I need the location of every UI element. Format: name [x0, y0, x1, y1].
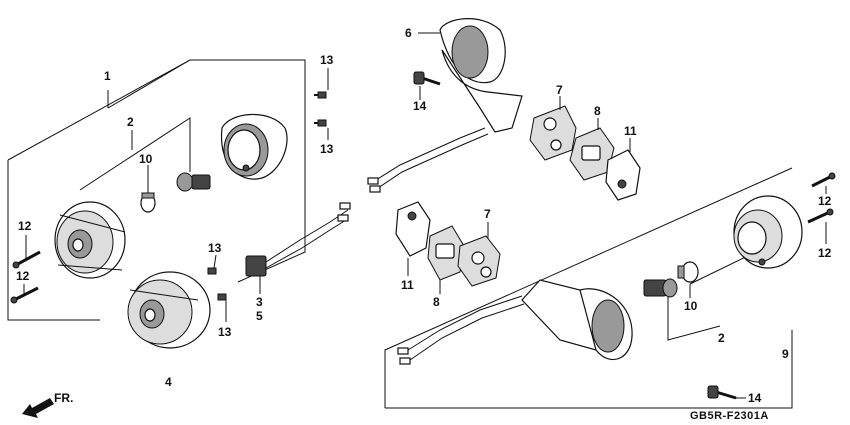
- callout-left-screw-lower: 12: [16, 269, 30, 283]
- left-front-lens-upper: [54, 201, 126, 279]
- left-housing: [220, 113, 288, 180]
- callout-left-bulb-socket: 2: [127, 115, 134, 129]
- left-harness: [245, 202, 351, 277]
- upper-plate-11: [605, 149, 641, 201]
- callout-left-bulb: 10: [139, 152, 153, 166]
- mid-screw-lower-icon: [217, 293, 227, 301]
- front-direction-arrow-icon: [22, 398, 54, 418]
- mid-screw-upper-icon: [207, 267, 217, 275]
- callout-right-assembly: 9: [782, 347, 789, 361]
- upper-bolt-icon: [413, 71, 441, 86]
- right-socket-bracket: [667, 296, 721, 341]
- left-screw-lower-icon: [10, 286, 39, 304]
- callout-left-assembly: 1: [104, 69, 111, 83]
- right-bulb-icon: [677, 261, 699, 283]
- callout-mid-screw-lower: 13: [218, 325, 232, 339]
- callout-lower-gasket: 7: [484, 207, 491, 221]
- lower-gasket-7: [457, 235, 501, 287]
- left-rear-lens: [127, 271, 211, 349]
- callout-right-socket: 2: [718, 331, 725, 345]
- callout-harness-b: 5: [256, 309, 263, 323]
- left-bulb-icon: [140, 192, 156, 213]
- lower-plate-8: [427, 225, 465, 281]
- left-socket-icon: [176, 172, 211, 192]
- callout-right-screw-upper: 12: [818, 194, 832, 208]
- left-socket-bracket: [79, 117, 191, 191]
- top-screw-upper-icon: [314, 91, 327, 99]
- callout-upper-gasket: 7: [556, 83, 563, 97]
- top-screw-lower-icon: [314, 119, 327, 127]
- callout-upper-bolt: 14: [413, 99, 427, 113]
- right-socket-icon: [643, 278, 678, 298]
- callout-lower-plate-11: 11: [401, 278, 414, 292]
- upper-gasket-7: [529, 105, 577, 161]
- right-screw-upper-icon: [811, 172, 836, 188]
- callout-lower-plate-8: 8: [433, 295, 440, 309]
- left-screw-upper-icon: [12, 250, 41, 269]
- right-stay: [397, 279, 633, 365]
- callout-right-screw-lower: 12: [818, 246, 832, 260]
- callout-harness: 3: [256, 295, 263, 309]
- callout-lower-bolt: 14: [748, 391, 762, 405]
- callout-right-bulb: 10: [684, 299, 698, 313]
- callout-top-screw-upper: 13: [320, 53, 334, 67]
- right-screw-lower-icon: [807, 208, 834, 224]
- right-housing: [733, 195, 803, 269]
- callout-left-screw-upper: 12: [18, 219, 32, 233]
- callout-top-screw-lower: 13: [320, 142, 334, 156]
- callout-upper-plate-11: 11: [624, 124, 637, 138]
- left-assembly-outline: [7, 59, 306, 321]
- right-assembly-outline: [384, 167, 793, 409]
- callout-left-lens: 4: [165, 375, 172, 389]
- diagram-reference-code: GB5R-F2301A: [690, 410, 769, 422]
- callout-upper-stay: 6: [405, 26, 412, 40]
- callout-upper-plate-8: 8: [594, 104, 601, 118]
- upper-stay: [367, 18, 523, 193]
- upper-plate-8: [569, 127, 615, 181]
- callout-mid-screw-upper: 13: [208, 241, 222, 255]
- direction-label: FR.: [54, 391, 73, 405]
- lower-plate-11: [395, 201, 431, 257]
- lower-bolt-icon: [707, 385, 737, 400]
